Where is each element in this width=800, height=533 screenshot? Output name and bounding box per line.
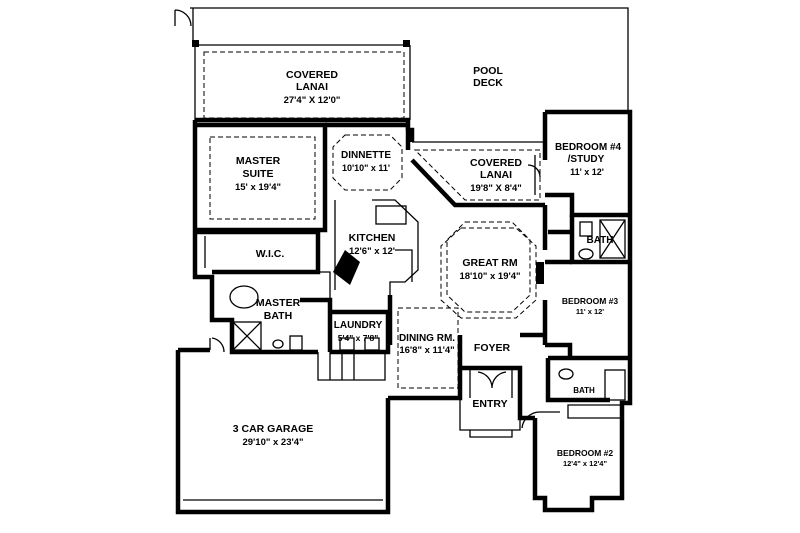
foyer-entry-outline <box>459 332 545 438</box>
bedroom4-size: 11' x 12' <box>570 167 604 177</box>
dining-room-size: 16'8" x 11'4" <box>399 345 454 356</box>
garage-steps <box>317 352 386 381</box>
wic-outline <box>195 229 321 275</box>
covered-lanai-rear-label: LANAI <box>296 81 328 93</box>
bedroom2-size: 12'4" x 12'4" <box>563 459 607 468</box>
bedroom3-size: 11' x 12' <box>576 307 604 316</box>
pool-deck-outline <box>174 7 629 112</box>
great-room-size: 18'10" x 19'4" <box>459 271 520 282</box>
garage-size: 29'10" x 23'4" <box>242 437 303 448</box>
lower-bath-outline <box>545 355 630 419</box>
upper-bath-label: BATH <box>586 235 613 246</box>
dinnette-label: DINNETTE <box>341 150 391 161</box>
master-bath-outline <box>229 271 333 352</box>
master-suite-label: MASTER <box>236 155 281 167</box>
covered-lanai-side-outline <box>410 141 545 208</box>
dinnette-size: 10'10" x 11' <box>342 163 390 173</box>
covered-lanai-side-label: LANAI <box>480 169 512 181</box>
garage-outline <box>183 337 383 501</box>
kitchen-label: KITCHEN <box>349 232 396 244</box>
pool-deck-label: DECK <box>473 77 503 89</box>
great-room-label: GREAT RM <box>462 257 517 269</box>
master-bath-label: MASTER <box>256 297 301 309</box>
bedroom4-label: BEDROOM #4 <box>555 142 622 153</box>
master-bath-label: BATH <box>264 310 292 322</box>
lower-bath-label: BATH <box>573 386 595 395</box>
foyer-label: FOYER <box>474 342 511 354</box>
entry-label: ENTRY <box>472 398 507 410</box>
bedroom2-outline <box>521 411 560 429</box>
pool-deck-label: POOL <box>473 65 503 77</box>
covered-lanai-rear-size: 27'4" X 12'0" <box>284 95 341 106</box>
bedroom4-label: /STUDY <box>568 154 605 165</box>
bedroom2-label: BEDROOM #2 <box>557 448 613 458</box>
covered-lanai-side-size: 19'8" X 8'4" <box>470 183 522 194</box>
master-suite-size: 15' x 19'4" <box>235 182 281 193</box>
dining-room-label: DINING RM. <box>399 333 455 344</box>
bedroom4-outline <box>527 155 630 218</box>
bedroom3-label: BEDROOM #3 <box>562 296 618 306</box>
laundry-size: 5'4" x 7'8" <box>338 333 378 343</box>
wic-label: W.I.C. <box>256 248 285 260</box>
covered-lanai-rear-label: COVERED <box>286 69 338 81</box>
covered-lanai-side-label: COVERED <box>470 157 522 169</box>
bedroom3-outline <box>545 259 573 358</box>
kitchen-size: 12'6" x 12' <box>349 246 395 257</box>
garage-label: 3 CAR GARAGE <box>233 423 314 435</box>
covered-lanai-rear-outline <box>192 40 411 120</box>
great-room-outline <box>440 205 548 345</box>
laundry-label: LAUNDRY <box>334 320 383 331</box>
laundry-outline <box>330 309 391 355</box>
dinnette-outline <box>325 122 408 191</box>
kitchen-outline <box>333 199 419 295</box>
master-suite-label: SUITE <box>243 168 274 180</box>
